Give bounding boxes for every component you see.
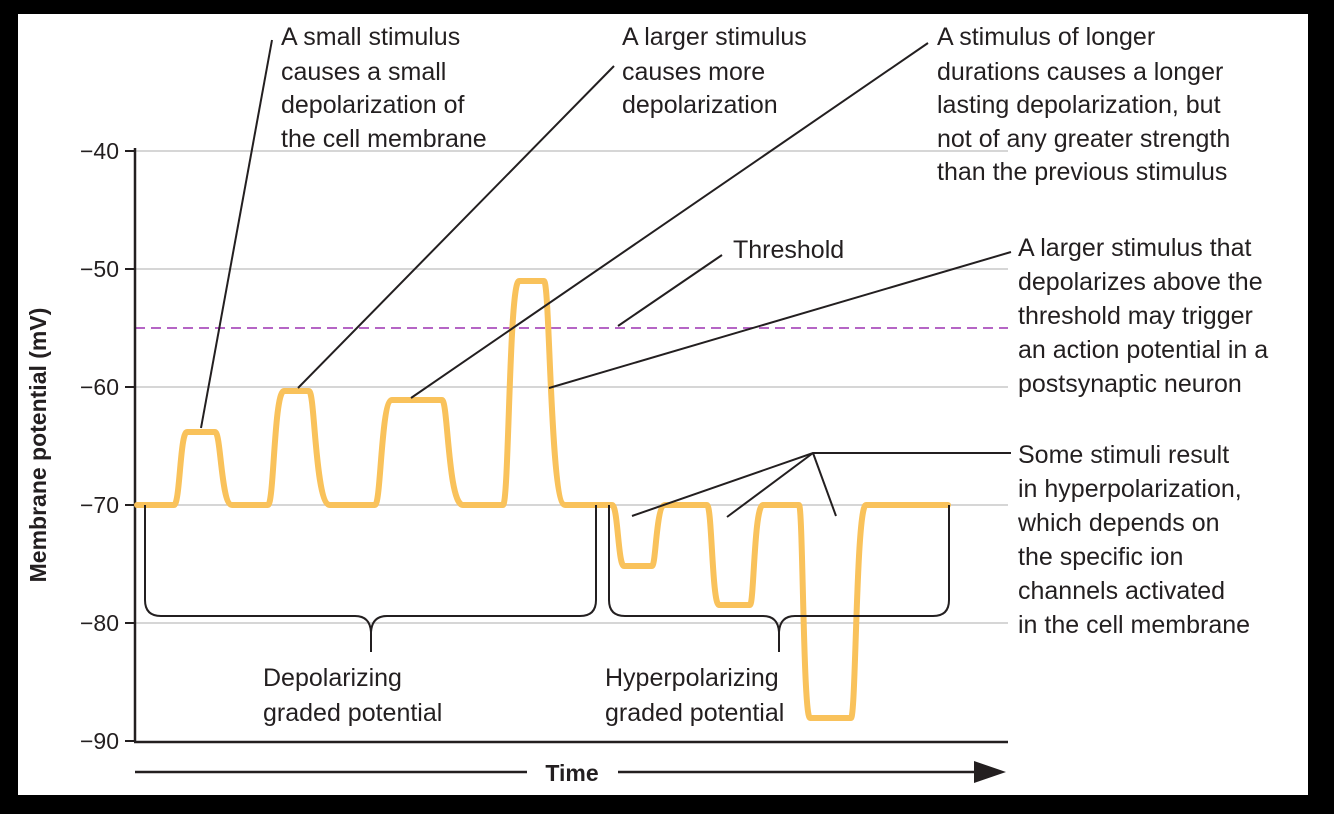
leader-small-stimulus [200,39,273,429]
leader-lines [200,39,1012,518]
y-tick-label: −80 [80,610,119,636]
annotation-line: not of any greater strength [937,125,1230,153]
hyperpolarizing-brace [608,505,950,652]
y-tick-label: −90 [80,728,119,754]
annotation-above-threshold: A larger stimulus that depolarizes above… [1018,234,1268,398]
annotation-line: the specific ion [1018,543,1183,571]
brace-path [608,505,950,652]
annotation-line: an action potential in a [1018,336,1268,364]
hyperpolarizing-label-line: Hyperpolarizing [605,664,779,692]
leader-hyperpolarization [726,452,814,518]
annotation-line: in hyperpolarization, [1018,475,1242,503]
depolarizing-label-line: Depolarizing [263,664,402,692]
leader-larger-stimulus [297,65,615,389]
diagram-frame [18,14,1308,795]
depolarizing-label-line: graded potential [263,699,442,727]
annotation-line: threshold may trigger [1018,302,1253,330]
annotation-line: Some stimuli result [1018,441,1229,469]
annotation-line: postsynaptic neuron [1018,370,1242,398]
annotation-line: the cell membrane [281,125,487,153]
annotation-line: causes a small [281,58,446,86]
y-tick-label: −40 [80,138,119,164]
depolarizing-brace [144,505,597,652]
annotation-line: depolarization of [281,91,465,119]
annotation-longer-stimulus: A stimulus of longer durations causes a … [937,23,1230,186]
hyperpolarizing-label-line: graded potential [605,699,784,727]
annotation-line: A small stimulus [281,23,460,51]
annotation-line: which depends on [1017,509,1220,537]
annotation-hyperpolarization: Some stimuli result in hyperpolarization… [1017,441,1250,639]
gridlines [135,150,1008,624]
annotation-line: than the previous stimulus [937,158,1227,186]
time-axis: Time [135,760,1006,786]
leader-hyperpolarization [812,452,837,517]
x-axis-title: Time [545,760,598,786]
leader-longer-stimulus [410,42,929,399]
annotation-line: A larger stimulus that [1018,234,1251,262]
annotation-line: channels activated [1018,577,1225,605]
threshold-label: Threshold [733,236,844,264]
leader-threshold [617,254,723,327]
annotation-line: depolarization [622,91,778,119]
annotation-line: A stimulus of longer [937,23,1155,51]
annotation-small-stimulus: A small stimulus causes a small depolari… [281,23,487,153]
annotation-line: durations causes a longer [937,58,1223,86]
annotation-line: depolarizes above the [1018,268,1263,296]
y-axis-title: Membrane potential (mV) [25,308,51,583]
brace-path [144,505,597,652]
annotation-larger-stimulus: A larger stimulus causes more depolariza… [622,23,807,119]
y-tick-label: −60 [80,374,119,400]
time-arrowhead [974,761,1006,783]
annotation-line: A larger stimulus [622,23,807,51]
y-tick-label: −50 [80,256,119,282]
y-tick-label: −70 [80,492,119,518]
y-axis: −40 −50 −60 −70 −80 −90 Membrane potenti… [25,138,1008,754]
annotation-line: lasting depolarization, but [937,91,1221,119]
annotation-line: causes more [622,58,765,86]
annotation-line: in the cell membrane [1018,611,1250,639]
leader-above-threshold [548,251,1012,389]
membrane-potential-trace [134,278,951,721]
